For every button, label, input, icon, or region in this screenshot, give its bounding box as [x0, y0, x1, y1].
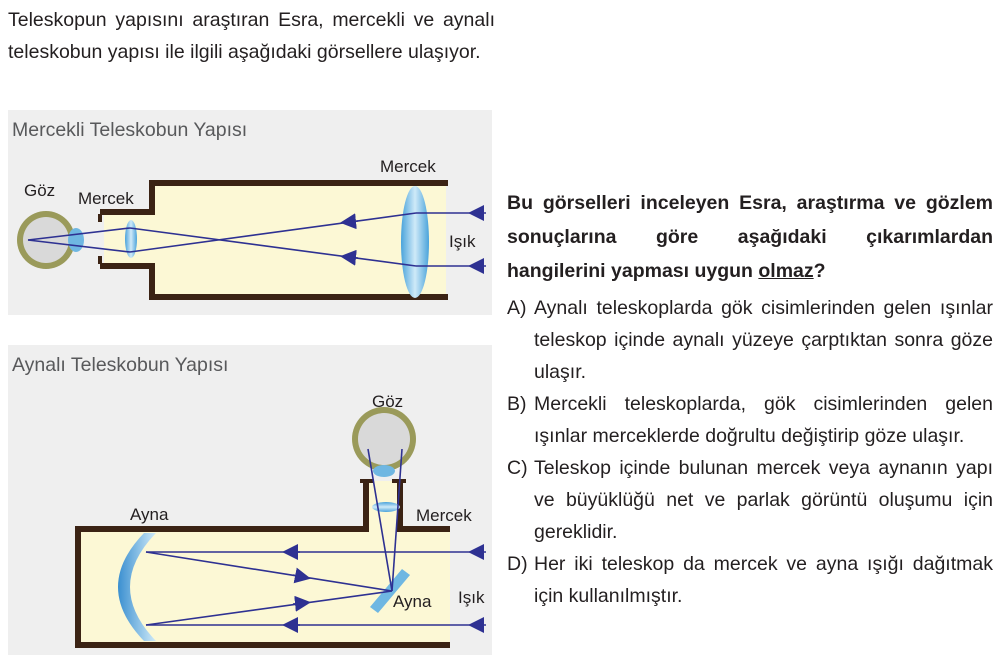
tube-top-wall	[100, 180, 448, 215]
eye-inner	[358, 413, 410, 465]
question-stem: Bu görselleri inceleyen Esra, araştırma …	[507, 186, 993, 288]
eyepiece-lens	[372, 502, 400, 512]
option-letter: C)	[507, 457, 528, 479]
label-light: Işık	[458, 588, 485, 607]
question-mark: ?	[813, 260, 826, 282]
label-eye: Göz	[24, 181, 56, 200]
refracting-figure-title: Mercekli Teleskobun Yapısı	[12, 119, 248, 141]
label-eyepiece: Mercek	[78, 189, 134, 208]
option-text: Her iki teleskop da mercek ve ayna ışığı…	[534, 553, 993, 607]
reflecting-figure-title: Aynalı Teleskobun Yapısı	[12, 354, 229, 376]
tube-top-wall-right	[397, 481, 450, 532]
option-a[interactable]: A) Aynalı teleskoplarda gök cisimlerinde…	[507, 292, 993, 388]
label-primary-mirror: Ayna	[130, 505, 169, 524]
option-d[interactable]: D) Her iki teleskop da mercek ve ayna ış…	[507, 548, 993, 612]
light-rays	[27, 205, 486, 274]
label-objective: Mercek	[380, 157, 436, 176]
question-text: Bu görselleri inceleyen Esra, araştırma …	[507, 192, 993, 282]
refracting-telescope-figure: Mercekli Teleskobun Yapısı	[8, 110, 492, 315]
reflecting-telescope-diagram	[75, 407, 486, 648]
objective-lens	[401, 186, 429, 298]
label-secondary-mirror: Ayna	[393, 592, 432, 611]
label-eyepiece: Mercek	[416, 506, 472, 525]
tube-interior	[152, 183, 446, 297]
option-letter: B)	[507, 393, 527, 415]
question-emphasis: olmaz	[758, 260, 814, 282]
reflecting-telescope-figure: Aynalı Teleskobun Yapısı	[8, 345, 492, 655]
refracting-telescope-diagram	[17, 180, 486, 300]
tube-walls	[75, 481, 450, 648]
label-eye: Göz	[372, 392, 404, 411]
primary-mirror	[118, 533, 156, 641]
answer-options: A) Aynalı teleskoplarda gök cisimlerinde…	[507, 292, 993, 612]
option-letter: D)	[507, 553, 528, 575]
eye-inner	[23, 217, 69, 263]
light-rays	[145, 448, 486, 633]
eyepiece-lens	[125, 220, 137, 258]
tube-bottom-wall	[100, 263, 448, 300]
option-text: Aynalı teleskoplarda gök cisimlerinden g…	[534, 297, 993, 383]
option-text: Teleskop içinde bulunan mercek veya ayna…	[534, 457, 993, 543]
option-c[interactable]: C) Teleskop içinde bulunan mercek veya a…	[507, 452, 993, 548]
option-b[interactable]: B) Mercekli teleskoplarda, gök cisimleri…	[507, 388, 993, 452]
option-text: Mercekli teleskoplarda, gök cisimlerinde…	[534, 393, 993, 447]
label-light: Işık	[449, 232, 476, 251]
option-letter: A)	[507, 297, 527, 319]
intro-text: Teleskopun yapısını araştıran Esra, merc…	[8, 9, 495, 63]
